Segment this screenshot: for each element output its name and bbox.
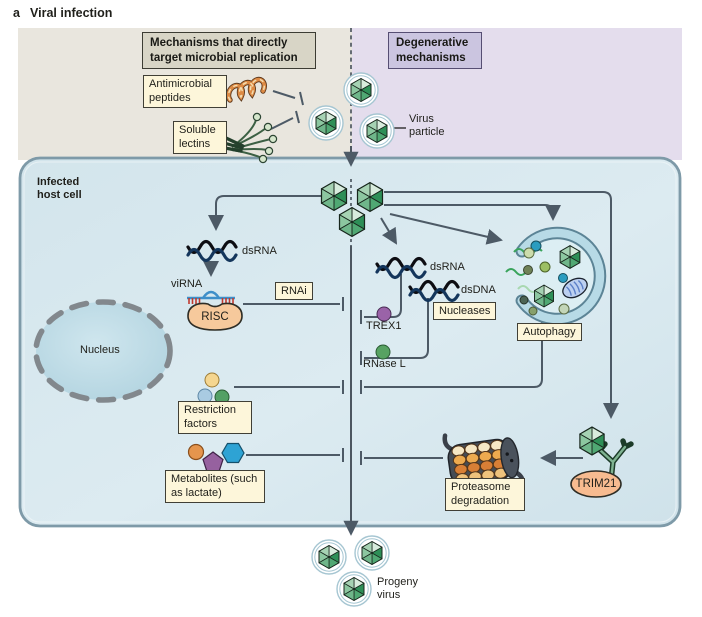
metabolite-shapes bbox=[187, 442, 245, 472]
virus-capsid bbox=[579, 426, 605, 456]
lectin-inhibition-line bbox=[270, 117, 294, 130]
autophagy-inhibition-line bbox=[364, 320, 543, 388]
label-nucleases: Nucleases bbox=[433, 302, 497, 321]
label-rnai: RNAi bbox=[275, 282, 313, 301]
arrow-virus-to-autophagosome-top bbox=[384, 204, 561, 221]
label-metabolites: Metabolites (such as lactate) bbox=[165, 470, 265, 503]
nucleus bbox=[33, 299, 173, 403]
trim21-ellipse bbox=[570, 470, 622, 498]
header-degenerative-mechanisms: Degenerative mechanisms bbox=[388, 32, 482, 70]
virus-particle-enveloped bbox=[309, 106, 343, 140]
arrow-virus-to-dsrna-left bbox=[208, 195, 322, 231]
label-trim21: TRIM21 bbox=[575, 478, 617, 490]
label-virna: viRNA bbox=[171, 278, 203, 290]
soluble-lectin-icon bbox=[222, 112, 278, 164]
rnasel-dot bbox=[375, 344, 391, 360]
label-proteasome-degradation: Proteasome degradation bbox=[445, 478, 525, 511]
pathway-lines bbox=[203, 90, 619, 466]
autophagosome-icon bbox=[505, 226, 607, 326]
header-direct-mechanisms: Mechanisms that directly target microbia… bbox=[142, 32, 316, 70]
proteasome-barrel-icon bbox=[442, 433, 525, 489]
label-risc: RISC bbox=[201, 311, 229, 323]
label-antimicrobial-peptides: Antimicrobial peptides bbox=[143, 75, 227, 108]
label-dsrna-center: dsRNA bbox=[430, 261, 465, 273]
label-autophagy: Autophagy bbox=[517, 323, 582, 342]
arrow-virus-to-trim21 bbox=[384, 191, 619, 419]
trex1-dot bbox=[376, 306, 392, 322]
label-nucleus: Nucleus bbox=[80, 344, 120, 356]
risc-complex-icon bbox=[187, 302, 243, 331]
panel-letter: a bbox=[13, 6, 20, 20]
label-virus-particle: Virus particle bbox=[409, 113, 445, 139]
peptide-inhibition-line bbox=[272, 90, 296, 99]
virus-particle-enveloped bbox=[360, 114, 394, 148]
virus-particle-enveloped bbox=[344, 73, 378, 107]
trex1-inhibition-line bbox=[364, 274, 402, 318]
label-dsdna: dsDNA bbox=[461, 284, 496, 296]
label-restriction-factors: Restriction factors bbox=[178, 401, 252, 434]
label-progeny-virus: Progeny virus bbox=[377, 576, 418, 602]
label-dsrna-left: dsRNA bbox=[242, 245, 277, 257]
figure-title: Viral infection bbox=[30, 6, 113, 20]
arrow-virus-to-dsrna-center bbox=[380, 217, 398, 245]
label-rnase-l: RNase L bbox=[363, 358, 406, 370]
restriction-factor-dots bbox=[197, 372, 230, 405]
label-trex1: TREX1 bbox=[366, 320, 402, 332]
label-soluble-lectins: Soluble lectins bbox=[173, 121, 227, 154]
virna-strand-icon bbox=[187, 290, 235, 304]
arrow-virus-to-autophagosome-left bbox=[389, 213, 503, 245]
cargo-dots bbox=[519, 240, 570, 316]
label-infected-host-cell: Infected host cell bbox=[37, 176, 82, 202]
rnasel-inhibition-line bbox=[364, 298, 429, 359]
trim21-complex bbox=[570, 426, 634, 498]
antimicrobial-peptide-coil-icon bbox=[225, 76, 267, 103]
mitochondrion-icon bbox=[562, 277, 588, 299]
